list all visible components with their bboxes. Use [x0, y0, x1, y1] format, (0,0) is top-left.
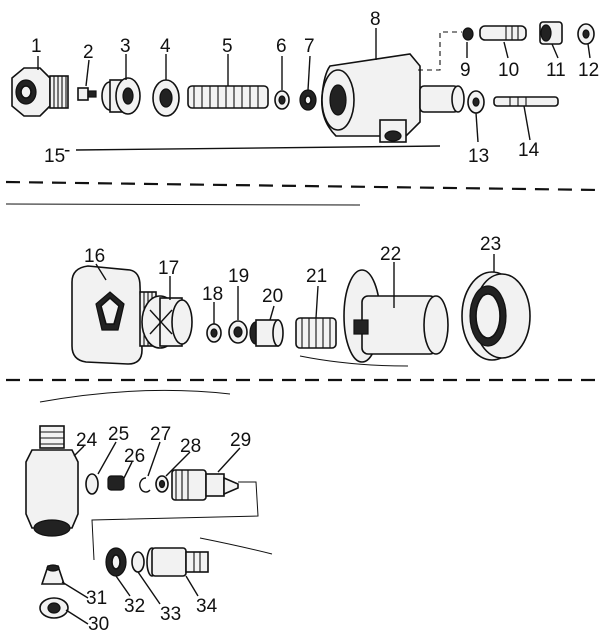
callout-18: 18 [202, 284, 223, 305]
callout-33: 33 [160, 604, 181, 625]
part-23-knurled-cap [461, 271, 531, 361]
part-19-washer [228, 320, 248, 344]
part-7-ring [299, 89, 317, 111]
connector-8-9 [418, 31, 462, 71]
part-20-bushing [249, 319, 284, 347]
callout-6: 6 [276, 36, 287, 57]
callout-24: 24 [76, 430, 98, 451]
callout-2: 2 [83, 42, 94, 63]
part-9-ring [462, 27, 474, 41]
part-29-nozzle-fitting [171, 469, 239, 501]
part-30-nut [39, 597, 69, 619]
callout-16: 16 [84, 246, 105, 267]
separator-top-thin [5, 203, 361, 206]
callout-7: 7 [304, 36, 315, 57]
part-3-valve-head [101, 77, 141, 115]
part-22-elbow-housing [299, 269, 449, 367]
part-4-washer [152, 79, 180, 117]
part-14-rod [493, 96, 559, 107]
callout-14: 14 [518, 140, 540, 161]
callout-15: 15 [44, 146, 65, 167]
part-31-nozzle-tip [40, 564, 66, 585]
callout-5: 5 [222, 36, 233, 57]
callout-8: 8 [370, 9, 381, 30]
part-13-nut [467, 90, 485, 114]
callout-22: 22 [380, 244, 401, 265]
part-5-spring [187, 85, 269, 109]
part-11-fitting [539, 21, 563, 45]
part-17-valve-disk [141, 295, 193, 349]
callout-27: 27 [150, 424, 171, 445]
callout-30: 30 [88, 614, 109, 635]
part-28-ring [155, 475, 169, 493]
part-21-spring [295, 317, 337, 349]
callout-25: 25 [108, 424, 129, 445]
callout-20: 20 [262, 286, 283, 307]
callout-31: 31 [86, 588, 107, 609]
callout-28: 28 [180, 436, 201, 457]
part-10-pin [479, 25, 527, 41]
callout-17: 17 [158, 258, 179, 279]
callout-12: 12 [578, 60, 599, 81]
callout-13: 13 [468, 146, 489, 167]
callout-4: 4 [160, 36, 171, 57]
part-1-hex-nut [11, 67, 69, 117]
callout-15-dash: - [64, 140, 70, 161]
part-32-nut [105, 547, 127, 577]
part-15-rod [75, 145, 441, 151]
callout-34: 34 [196, 596, 218, 617]
part-34-hose-barb [146, 547, 209, 577]
callout-29: 29 [230, 430, 251, 451]
callout-19: 19 [228, 266, 249, 287]
callout-3: 3 [120, 36, 131, 57]
separator-top [5, 180, 601, 192]
connector-29-34 [91, 481, 259, 561]
part-26-screw [107, 475, 125, 491]
leader-lines [37, 28, 591, 625]
part-25-ring [85, 473, 99, 495]
callout-23: 23 [480, 234, 501, 255]
callout-21: 21 [306, 266, 327, 287]
callout-10: 10 [498, 60, 519, 81]
bottom-curve [199, 537, 273, 555]
callout-32: 32 [124, 596, 145, 617]
part-24-coupling [25, 425, 79, 537]
callout-1: 1 [31, 36, 42, 57]
part-12-nut [577, 23, 595, 45]
part-8-body [320, 53, 465, 143]
part-18-ring [206, 323, 222, 343]
part-6-ring [274, 90, 290, 110]
callout-26: 26 [124, 446, 145, 467]
separator-middle-curve [39, 389, 231, 403]
part-2-screw [77, 87, 97, 101]
callout-9: 9 [460, 60, 471, 81]
part-33-washer [131, 551, 145, 573]
callout-11: 11 [546, 60, 566, 81]
part-27-clip [139, 477, 151, 493]
